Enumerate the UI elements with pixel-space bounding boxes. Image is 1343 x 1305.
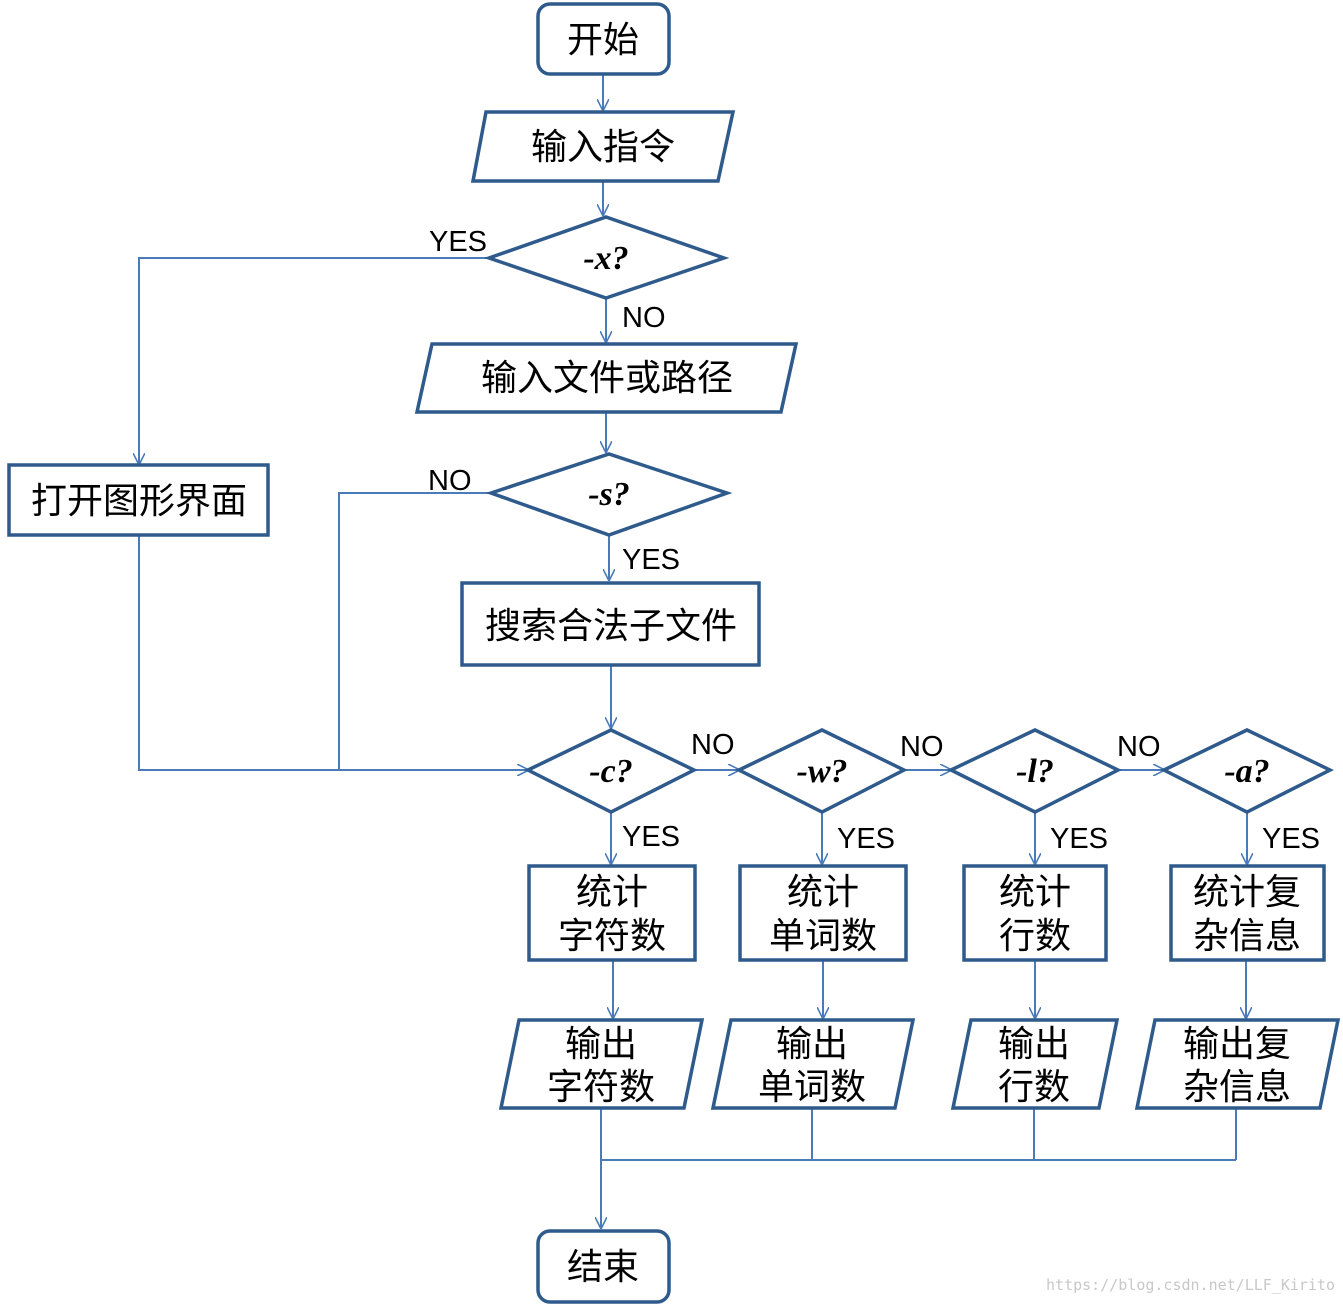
search-files-box [460,581,761,667]
count-chars-box [527,864,697,962]
out-lines-line-2: 行数 [998,1067,1070,1108]
label-check-l-no: NO [1117,731,1161,763]
search-files-label: 搜索合法子文件 [485,606,737,647]
count-words-line-1: 统计 [787,872,859,913]
open-gui-box [7,463,270,537]
label-check-a-yes: YES [1262,823,1320,855]
label-check-s-yes: YES [622,544,680,576]
edge-labels: YES NO NO YES NO NO NO YES YES YES YES [428,226,1320,855]
input-path-parallelogram [414,342,799,414]
check-x-label: -x? [583,240,628,277]
label-check-l-yes: YES [1050,823,1108,855]
count-words-box [738,864,908,962]
check-l-label: -l? [1016,753,1054,790]
check-w-label: -w? [797,753,848,790]
out-complex-line-2: 杂信息 [1183,1067,1291,1108]
connectors [139,74,1247,1228]
out-chars-line-1: 输出 [565,1024,637,1065]
check-c-diamond [524,728,698,814]
edge-check-x-yes [139,257,489,464]
out-chars-line-2: 字符数 [547,1067,655,1108]
end-label: 结束 [567,1247,639,1288]
input-path-label: 输入文件或路径 [481,358,733,399]
out-words-parallelogram [710,1018,916,1110]
count-complex-line-2: 杂信息 [1193,916,1301,957]
check-s-label: -s? [588,476,630,513]
watermark: https://blog.csdn.net/LLF_Kirito [1046,1276,1335,1294]
label-check-c-no: NO [691,729,735,761]
start-terminal [536,2,671,76]
end-terminal [536,1229,671,1304]
edge-outputs-merge [601,1108,1237,1161]
label-check-x-no: NO [622,302,666,334]
check-w-diamond [735,728,908,814]
label-check-c-yes: YES [622,821,680,853]
out-lines-parallelogram [950,1018,1120,1110]
count-words-line-2: 单词数 [769,916,877,957]
out-complex-parallelogram [1134,1018,1341,1110]
count-lines-line-2: 行数 [999,916,1071,957]
shapes [7,2,1341,1304]
open-gui-label: 打开图形界面 [31,481,247,522]
label-check-w-no: NO [900,731,944,763]
input-cmd-label: 输入指令 [531,127,675,168]
count-complex-box [1169,864,1326,962]
label-check-x-yes: YES [429,226,487,258]
check-a-label: -a? [1224,753,1269,790]
check-a-diamond [1160,728,1334,814]
check-c-label: -c? [589,753,632,790]
input-cmd-parallelogram [470,110,736,183]
out-lines-line-1: 输出 [998,1024,1070,1065]
count-lines-line-1: 统计 [999,872,1071,913]
count-chars-line-1: 统计 [576,872,648,913]
out-complex-line-1: 输出复 [1183,1024,1291,1065]
count-lines-box [962,864,1108,962]
out-chars-parallelogram [498,1018,705,1110]
edge-gui-to-merge [138,535,339,771]
label-check-w-yes: YES [837,823,895,855]
out-words-line-2: 单词数 [758,1067,866,1108]
count-complex-line-1: 统计复 [1193,872,1301,913]
check-s-diamond [485,452,733,537]
check-l-diamond [947,728,1122,814]
label-check-s-no: NO [428,465,472,497]
check-x-diamond [483,215,730,300]
node-text: 开始 输入指令 -x? 输入文件或路径 打开图形界面 -s? 搜索合法子文件 -… [31,20,1301,1288]
out-words-line-1: 输出 [776,1024,848,1065]
count-chars-line-2: 字符数 [558,916,666,957]
start-label: 开始 [567,20,639,61]
edge-check-s-no [338,492,491,770]
